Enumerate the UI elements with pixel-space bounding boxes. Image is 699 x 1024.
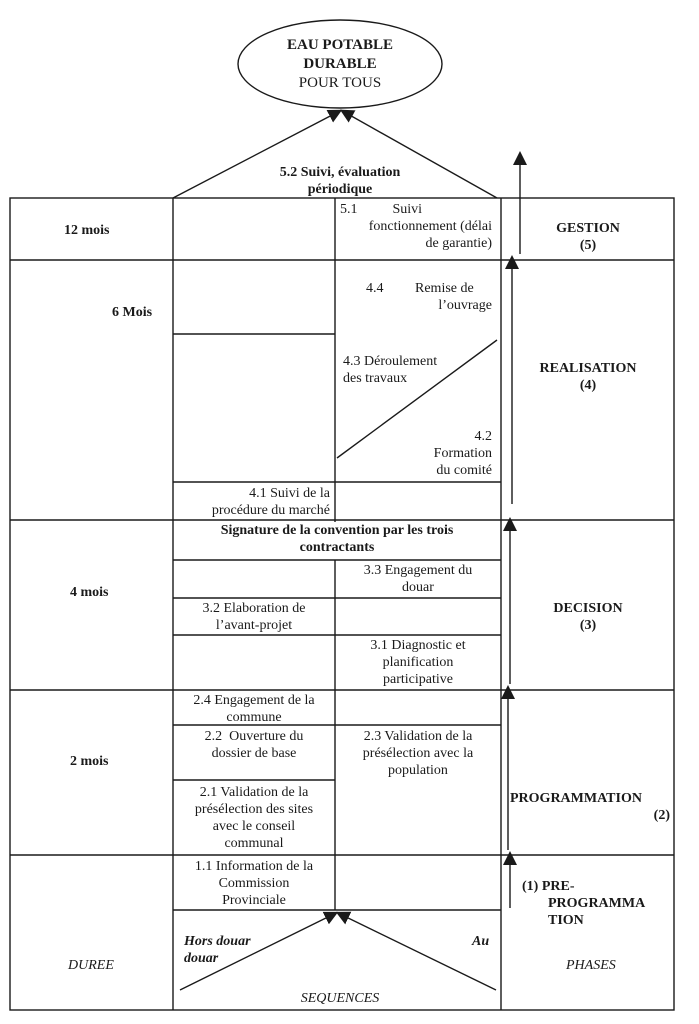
step-3-2: 3.2 Elaboration de l’avant-projet [202,601,306,633]
phase-programmation: PROGRAMMATION (2) [510,791,670,823]
signature-convention: Signature de la convention par les trois… [220,523,454,555]
step-2-2: 2.2 Ouverture du dossier de base [204,729,304,761]
step-5-2: 5.2 Suivi, évaluation périodique [279,165,401,197]
label-au: Au [472,934,490,949]
phase-realisation: REALISATION (4) [539,361,637,393]
step-4-3: 4.3 Déroulement des travaux [343,354,438,386]
goal-title: EAU POTABLE DURABLE POUR TOUS [250,36,430,93]
roof-line-right [339,109,498,199]
step-2-1: 2.1 Validation de la présélection des si… [194,785,314,851]
phase-gestion: GESTION (5) [556,221,620,253]
step-4-1: 4.1 Suivi de la procédure du marché [211,486,330,518]
step-4-4: 4.4 Remise de l’ouvrage [366,281,492,313]
step-5-1: 5.1 Suivi fonctionnement (délai de garan… [340,202,492,251]
step-1-1: 1.1 Information de la Commission Provinc… [194,859,314,908]
table-frame [9,197,675,1011]
label-hors-douar: Hors douar douar [184,934,251,966]
label-sequences: SEQUENCES [300,991,380,1006]
goal-line-1: EAU POTABLE [287,37,393,53]
duration-realisation: 6 Mois [112,305,153,320]
step-2-3: 2.3 Validation de la présélection avec l… [362,729,474,778]
duration-gestion: 12 mois [64,223,110,238]
step-4-2: 4.2 Formation du comité [433,429,492,478]
label-duree: DUREE [68,958,114,973]
step-3-3: 3.3 Engagement du douar [363,563,473,595]
sequence-line-left [179,911,339,991]
step-3-1: 3.1 Diagnostic et planification particip… [370,638,466,687]
goal-ellipse [237,19,443,109]
duration-programmation: 2 mois [70,754,109,769]
phase-decision: DECISION (3) [553,601,623,633]
sequence-line-right [335,911,497,991]
realisation-diagonal [336,339,498,459]
goal-line-2: DURABLE [303,56,377,72]
roof-line-left [172,109,343,199]
goal-line-3: POUR TOUS [298,75,382,91]
step-2-4: 2.4 Engagement de la commune [193,693,315,725]
phase-preprogrammation: (1) PRE- PROGRAMMA TION [522,879,646,928]
duration-decision: 4 mois [70,585,109,600]
label-phases: PHASES [566,958,616,973]
